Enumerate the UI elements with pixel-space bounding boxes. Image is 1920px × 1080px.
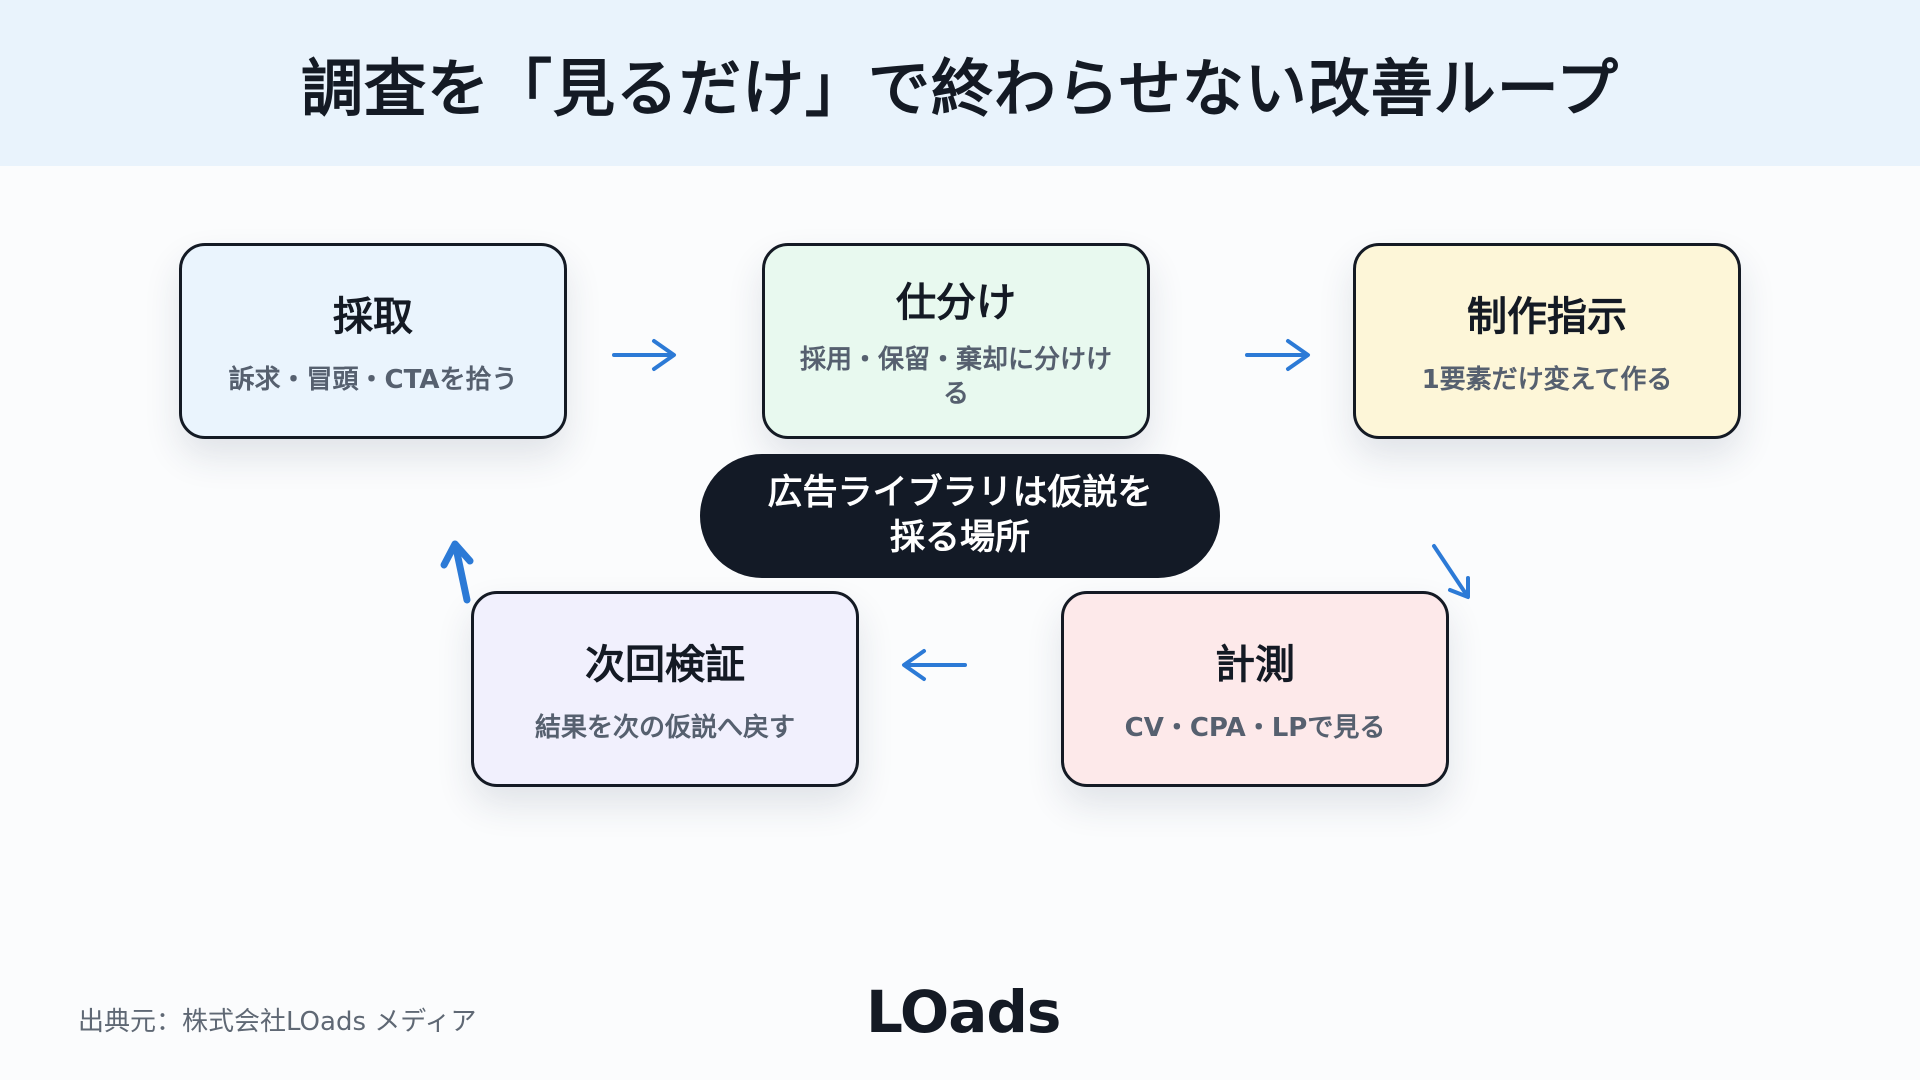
page-title: 調査を「見るだけ」で終わらせない改善ループ (300, 52, 1620, 125)
brand-logo: LOads (866, 978, 1061, 1046)
step-desc-next-verification: 結果を次の仮説へ戻す (534, 713, 795, 744)
step-desc-sampling: 訴求・冒頭・CTAを拾う (228, 365, 518, 396)
arrow-left-icon (902, 649, 967, 681)
arrow-right-icon (1245, 339, 1310, 371)
step-card-measurement: 計測 CV・CPA・LPで見る (1061, 591, 1449, 787)
step-desc-production: 1要素だけ変えて作る (1421, 365, 1673, 396)
center-message: 広告ライブラリは仮説を採る場所 (700, 454, 1220, 578)
arrow-up-icon (440, 540, 474, 604)
step-desc-sorting: 採用・保留・棄却に分けける (799, 345, 1112, 409)
step-title-sorting: 仕分け (896, 280, 1016, 327)
step-title-measurement: 計測 (1215, 642, 1295, 689)
header-band: 調査を「見るだけ」で終わらせない改善ループ (0, 0, 1920, 166)
source-credit: 出典元：株式会社LOads メディア (78, 1007, 477, 1037)
arrow-right-icon (612, 339, 676, 371)
step-title-sampling: 採取 (333, 294, 413, 341)
arrow-down-right-icon (1432, 544, 1470, 599)
center-message-text: 広告ライブラリは仮説を採る場所 (767, 473, 1153, 558)
step-title-next-verification: 次回検証 (585, 642, 745, 689)
step-desc-measurement: CV・CPA・LPで見る (1124, 713, 1386, 744)
step-card-next-verification: 次回検証 結果を次の仮説へ戻す (471, 591, 859, 787)
step-card-sorting: 仕分け 採用・保留・棄却に分けける (762, 243, 1150, 439)
step-card-production: 制作指示 1要素だけ変えて作る (1353, 243, 1741, 439)
step-card-sampling: 採取 訴求・冒頭・CTAを拾う (179, 243, 567, 439)
step-title-production: 制作指示 (1467, 294, 1627, 341)
